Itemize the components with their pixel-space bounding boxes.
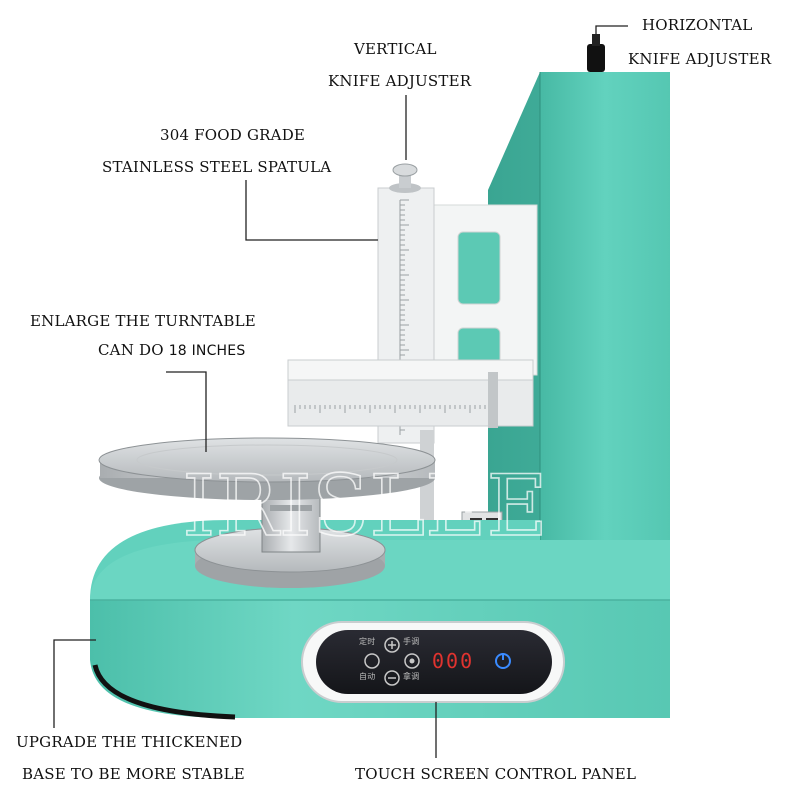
label-turntable-1: ENLARGE THE TURNTABLE bbox=[30, 312, 256, 330]
leader-base bbox=[53, 639, 96, 728]
control-panel-screen bbox=[316, 630, 552, 694]
label-vertical-adjuster-2: KNIFE ADJUSTER bbox=[328, 72, 472, 90]
label-control-panel: TOUCH SCREEN CONTROL PANEL bbox=[355, 765, 637, 783]
panel-label-auto: 自动 bbox=[359, 672, 376, 681]
auto-button-icon bbox=[364, 653, 380, 669]
horizontal-adjuster-knob-icon bbox=[587, 44, 605, 72]
leader-horizontal-adjuster bbox=[595, 25, 628, 38]
panel-label-manual: 手调 bbox=[403, 637, 420, 646]
label-base-2: BASE TO BE MORE STABLE bbox=[22, 765, 245, 783]
plus-button-icon bbox=[384, 637, 400, 653]
label-horizontal-adjuster-2: KNIFE ADJUSTER bbox=[628, 50, 772, 68]
minus-button-icon bbox=[384, 670, 400, 686]
label-turntable-2: CAN DO 18 INCHES bbox=[98, 341, 246, 359]
label-base-1: UPGRADE THE THICKENED bbox=[16, 733, 243, 751]
leader-spatula bbox=[245, 180, 378, 241]
panel-label-adjust: 拿调 bbox=[403, 672, 420, 681]
label-spatula-2: STAINLESS STEEL SPATULA bbox=[102, 158, 332, 176]
label-spatula-1: 304 FOOD GRADE bbox=[160, 126, 306, 144]
base-rubber-edge bbox=[92, 664, 236, 720]
leader-turntable bbox=[166, 371, 207, 452]
panel-label-timer: 定时 bbox=[359, 637, 376, 646]
manual-button-icon bbox=[404, 653, 420, 669]
label-horizontal-adjuster-1: HORIZONTAL bbox=[642, 16, 753, 34]
tower-front bbox=[540, 72, 670, 600]
vertical-adjuster-knob-icon bbox=[392, 163, 418, 177]
panel-display: 000 bbox=[432, 649, 475, 673]
label-vertical-adjuster-1: VERTICAL bbox=[354, 40, 437, 58]
watermark: IRISLEE bbox=[182, 457, 548, 555]
